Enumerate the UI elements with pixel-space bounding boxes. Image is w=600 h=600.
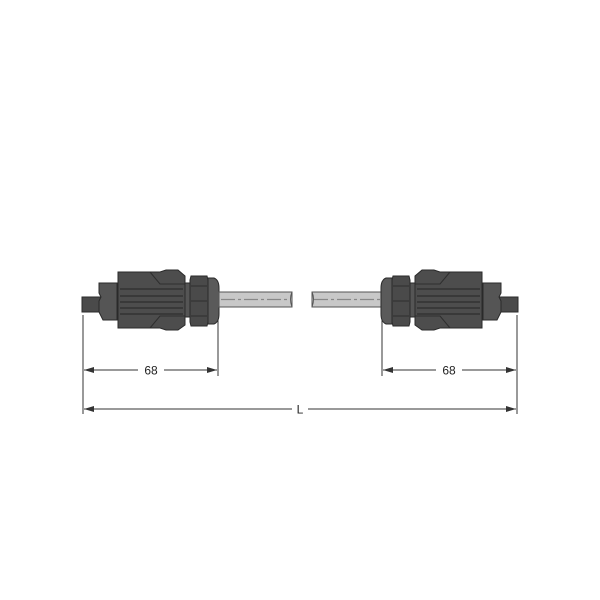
left-cable-break: [290, 291, 293, 308]
left-dimension-label: 68: [144, 364, 158, 378]
left-nut-grooves: [191, 285, 207, 317]
left-connector: [81, 269, 220, 331]
overall-length-label: L: [297, 403, 304, 417]
right-cable-segment: [311, 291, 383, 308]
extension-lines: [82, 315, 518, 414]
right-main-body: [414, 269, 483, 331]
left-body-taper-shade: [149, 271, 185, 285]
right-connector: [380, 269, 519, 331]
overall-length-dimension: L: [84, 403, 516, 417]
right-back-block: [482, 282, 502, 321]
left-gland-cap: [207, 277, 220, 325]
right-gland-cap: [380, 277, 393, 325]
left-cable-segment: [218, 291, 293, 308]
right-dimension-label: 68: [442, 364, 456, 378]
right-dimension-68: 68: [383, 364, 516, 378]
left-main-body: [117, 269, 186, 331]
left-back-block: [98, 282, 118, 321]
right-body-ribs: [417, 288, 480, 315]
right-body-taper-shade: [415, 271, 451, 285]
right-nut-grooves: [393, 285, 409, 317]
right-cable-break: [311, 291, 314, 308]
left-body-ribs: [120, 288, 183, 315]
left-dimension-68: 68: [84, 364, 217, 378]
right-body-taper-shade-lower: [415, 315, 451, 329]
left-body-taper-shade-lower: [149, 315, 185, 329]
